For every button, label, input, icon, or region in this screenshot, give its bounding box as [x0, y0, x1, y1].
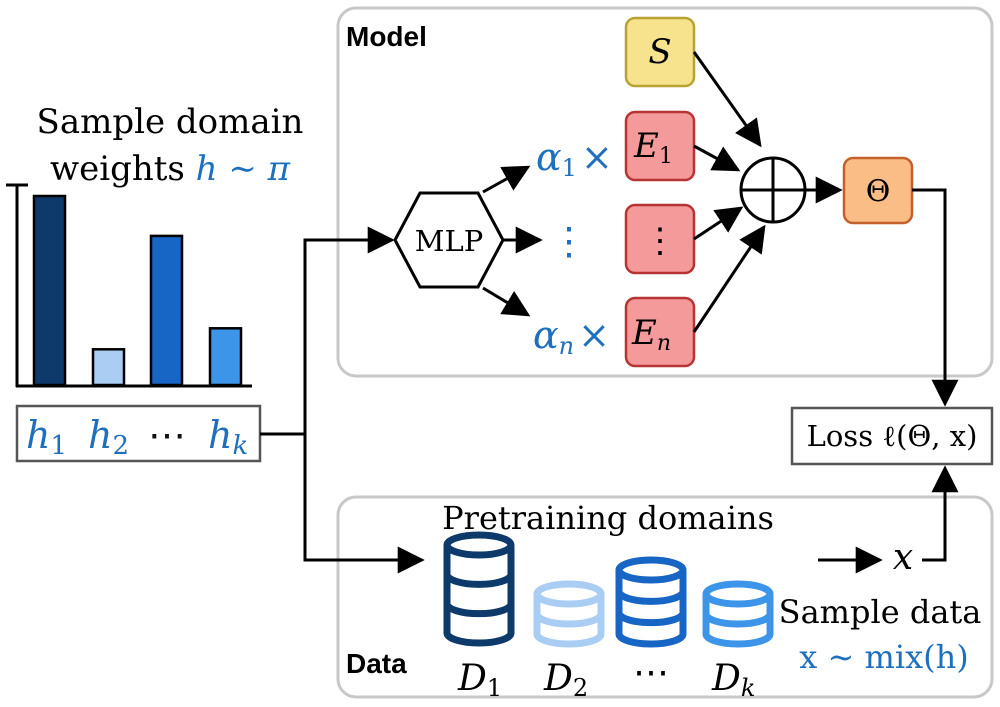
weight-hk-sub: k [232, 431, 248, 461]
domain-2-name: D [543, 658, 573, 699]
data-label: Data [346, 648, 407, 679]
pretraining-title: Pretraining domains [442, 499, 774, 537]
weight-h2: h [88, 413, 112, 457]
domain-k-sub: k [741, 674, 756, 702]
arrow-to-data [303, 434, 425, 574]
weight-hk: h [208, 413, 232, 457]
weight-bar-1 [32, 194, 67, 387]
edots-label: ⋮ [643, 221, 677, 261]
domain-cylinders [443, 531, 774, 648]
e1-label: E1 [633, 126, 673, 169]
domain-1-name: D [457, 658, 487, 699]
weight-h2-sub: 2 [112, 431, 129, 461]
model-group-box [336, 6, 994, 378]
alpha1-sub: 1 [562, 154, 577, 182]
weight-h1: h [26, 413, 50, 457]
database-icon-2 [533, 580, 605, 648]
arrow-theta-loss [912, 188, 959, 407]
alpha1-times: × [581, 135, 613, 179]
mlp-label: MLP [415, 224, 483, 258]
database-icon-1 [443, 531, 515, 647]
data-group-box [336, 495, 994, 699]
en-sub: n [657, 331, 671, 356]
alphan-symbol: α [533, 313, 559, 357]
sample-title-line1: Sample domain [37, 102, 304, 142]
x-label: x [893, 537, 913, 578]
sample-title-line2: weights h ∼ π [50, 149, 291, 189]
model-vdots: ⋮ [550, 219, 588, 263]
arrow-e1-sum [693, 144, 741, 172]
sum-node-icon [739, 156, 807, 224]
model-label: Model [346, 21, 427, 52]
arrow-x-loss [922, 465, 959, 562]
weights-text: h1 h2 ⋯ hk [26, 413, 248, 463]
alphan-times: × [578, 313, 610, 357]
alphan-label: αn× [533, 313, 610, 360]
arrow-mlp-alphan [482, 286, 531, 317]
domain-1-sub: 1 [487, 674, 502, 702]
loss-label: Loss ℓ(Θ, x) [807, 419, 978, 453]
mlp-hexagon [393, 191, 505, 289]
weight-bar-2 [91, 348, 126, 387]
weight-dots: ⋯ [148, 413, 186, 457]
domain-label-dots: ⋯ [633, 652, 669, 693]
weight-h1-sub: 1 [50, 431, 67, 461]
weight-bar-4 [208, 327, 243, 387]
bar-group [32, 194, 243, 387]
alpha1-symbol: α [536, 135, 562, 179]
e1-sub: 1 [659, 144, 673, 169]
loss-box [790, 406, 994, 466]
domain-label-2: D2 [543, 658, 588, 702]
domain-k-name: D [711, 658, 741, 699]
e1-symbol: E [633, 126, 659, 166]
arrow-en-sum [692, 224, 766, 333]
arrow-mlp-alpha1 [482, 165, 531, 194]
sample-title-weights: weights [50, 149, 185, 189]
alpha1-label: α1× [536, 135, 613, 182]
arrow-edots-sum [693, 206, 744, 241]
database-icon-3 [615, 556, 687, 648]
arrow-s-sum [692, 51, 762, 148]
weight-bar-3 [149, 234, 184, 387]
s-label: S [648, 32, 671, 72]
domain-label-1: D1 [457, 658, 502, 702]
sample-data-line2: x ∼ mix(h) [799, 638, 968, 676]
database-icon-k [702, 580, 774, 648]
en-symbol: E [631, 313, 657, 353]
domain-label-k: Dk [711, 658, 755, 702]
sample-data-line1: Sample data [779, 593, 982, 631]
en-label: En [631, 313, 671, 356]
weights-box [15, 404, 262, 463]
sample-title-math: h ∼ π [196, 149, 291, 189]
theta-label: Θ [866, 174, 891, 209]
arrow-to-mlp [303, 226, 395, 434]
domain-2-sub: 2 [573, 674, 588, 702]
alphan-sub: n [559, 332, 574, 360]
